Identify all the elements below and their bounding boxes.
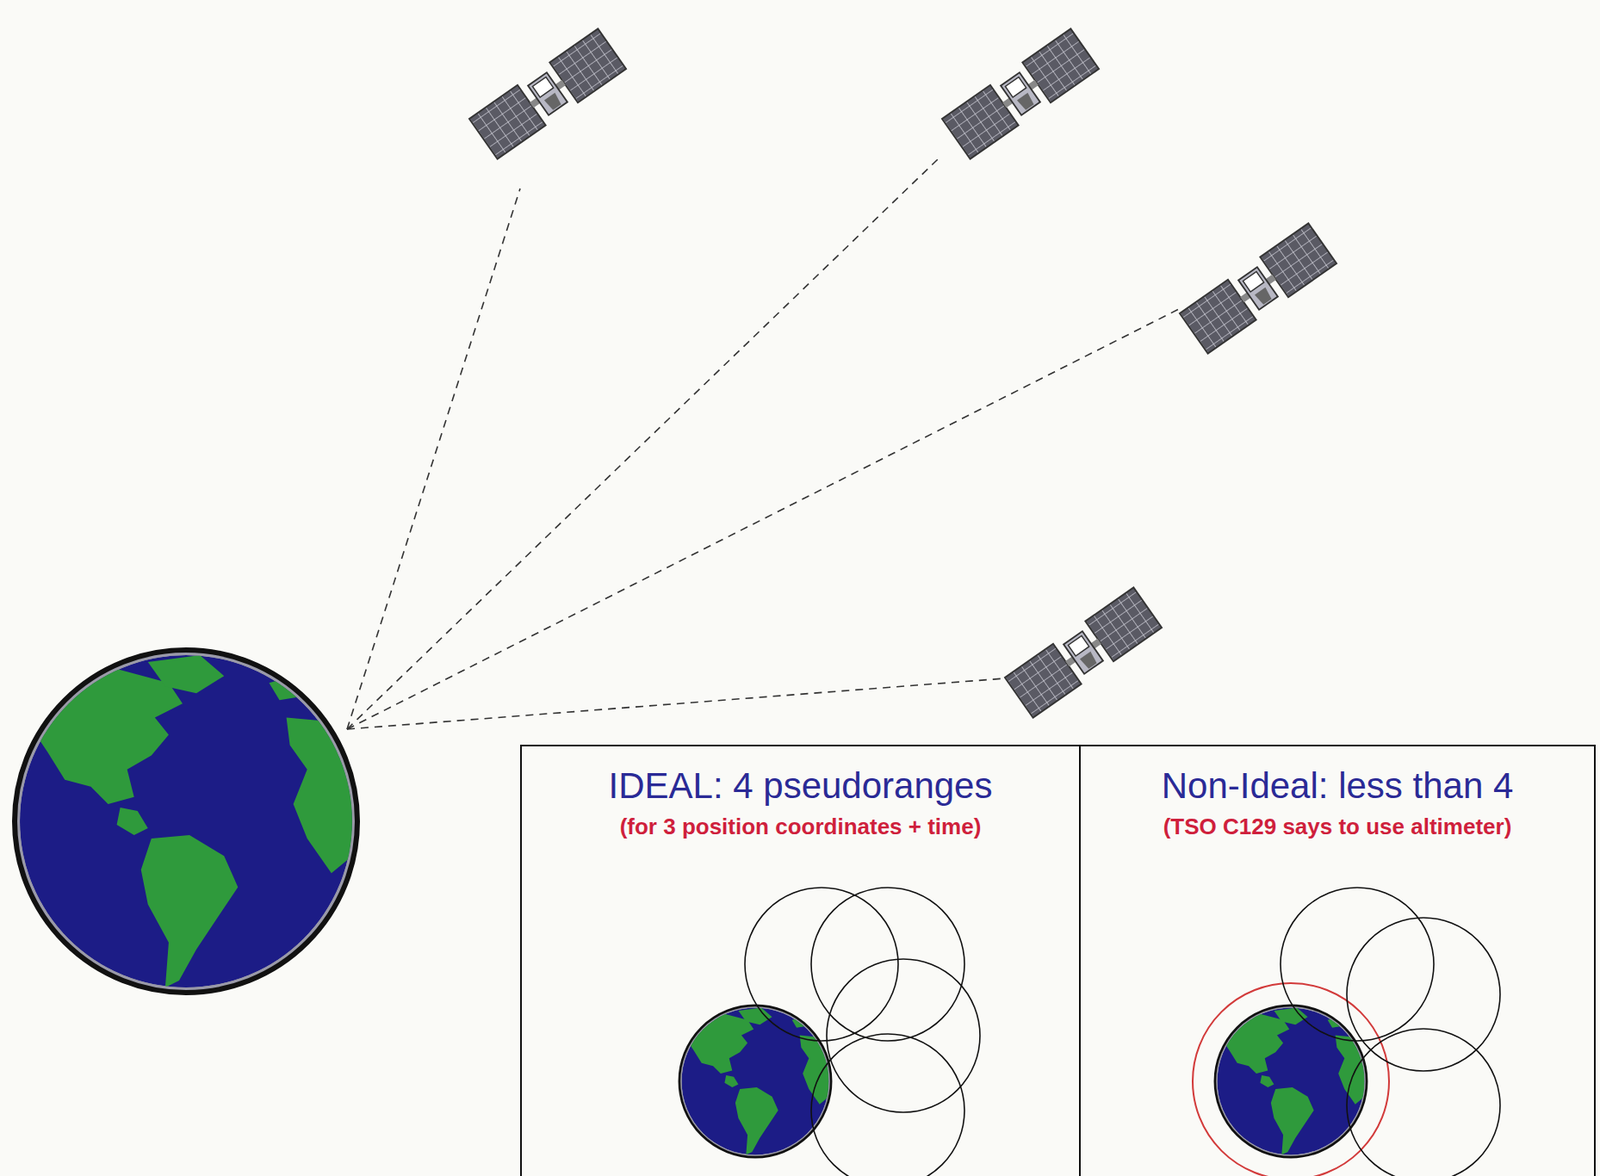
satellite	[469, 28, 627, 159]
panel-box: IDEAL: 4 pseudoranges (for 3 position coo…	[520, 744, 1081, 1176]
ideal-panel-art	[679, 887, 980, 1176]
signal-lines	[347, 158, 1179, 730]
panel-box: Non-Ideal: less than 4 (TSO C129 says to …	[1079, 744, 1596, 1176]
satellite	[1004, 587, 1162, 718]
satellite	[1179, 223, 1337, 354]
earth	[14, 650, 358, 993]
panel-note: (TSO C129 says to use altimeter)	[1080, 813, 1594, 841]
panel-heading: Non-Ideal: less than 4	[1080, 765, 1594, 807]
panel-heading: IDEAL: 4 pseudoranges	[521, 765, 1080, 807]
panel-note: (for 3 position coordinates + time)	[521, 813, 1080, 841]
satellite	[942, 28, 1099, 159]
non-ideal-panel-art	[1192, 887, 1501, 1176]
